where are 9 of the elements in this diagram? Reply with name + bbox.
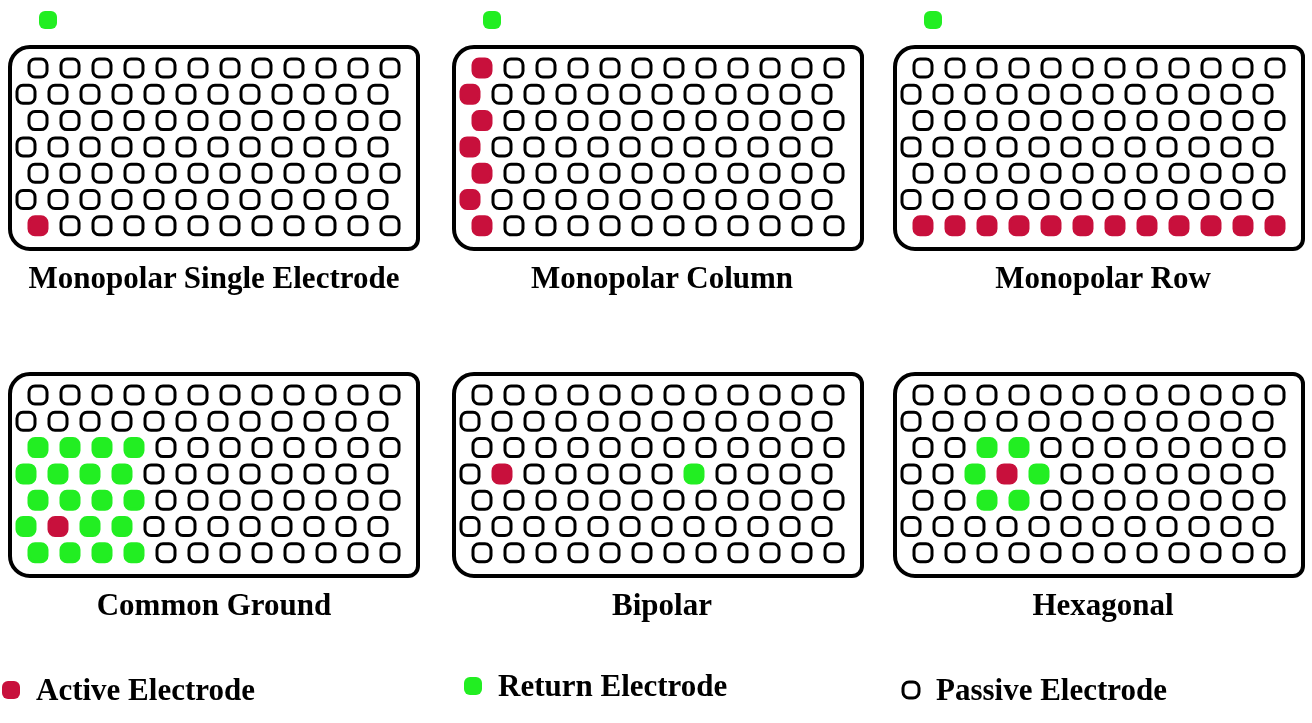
array-caption: Bipolar <box>611 586 713 624</box>
array-caption: Hexagonal <box>1031 586 1175 624</box>
array-caption: Monopolar Single Electrode <box>27 259 401 297</box>
legend-label: Active Electrode <box>36 672 255 708</box>
array-caption: Common Ground <box>95 586 333 624</box>
array-caption: Monopolar Column <box>529 259 795 297</box>
array-caption: Monopolar Row <box>994 259 1212 297</box>
legend-label: Passive Electrode <box>936 672 1168 708</box>
legend-label: Return Electrode <box>498 668 728 704</box>
